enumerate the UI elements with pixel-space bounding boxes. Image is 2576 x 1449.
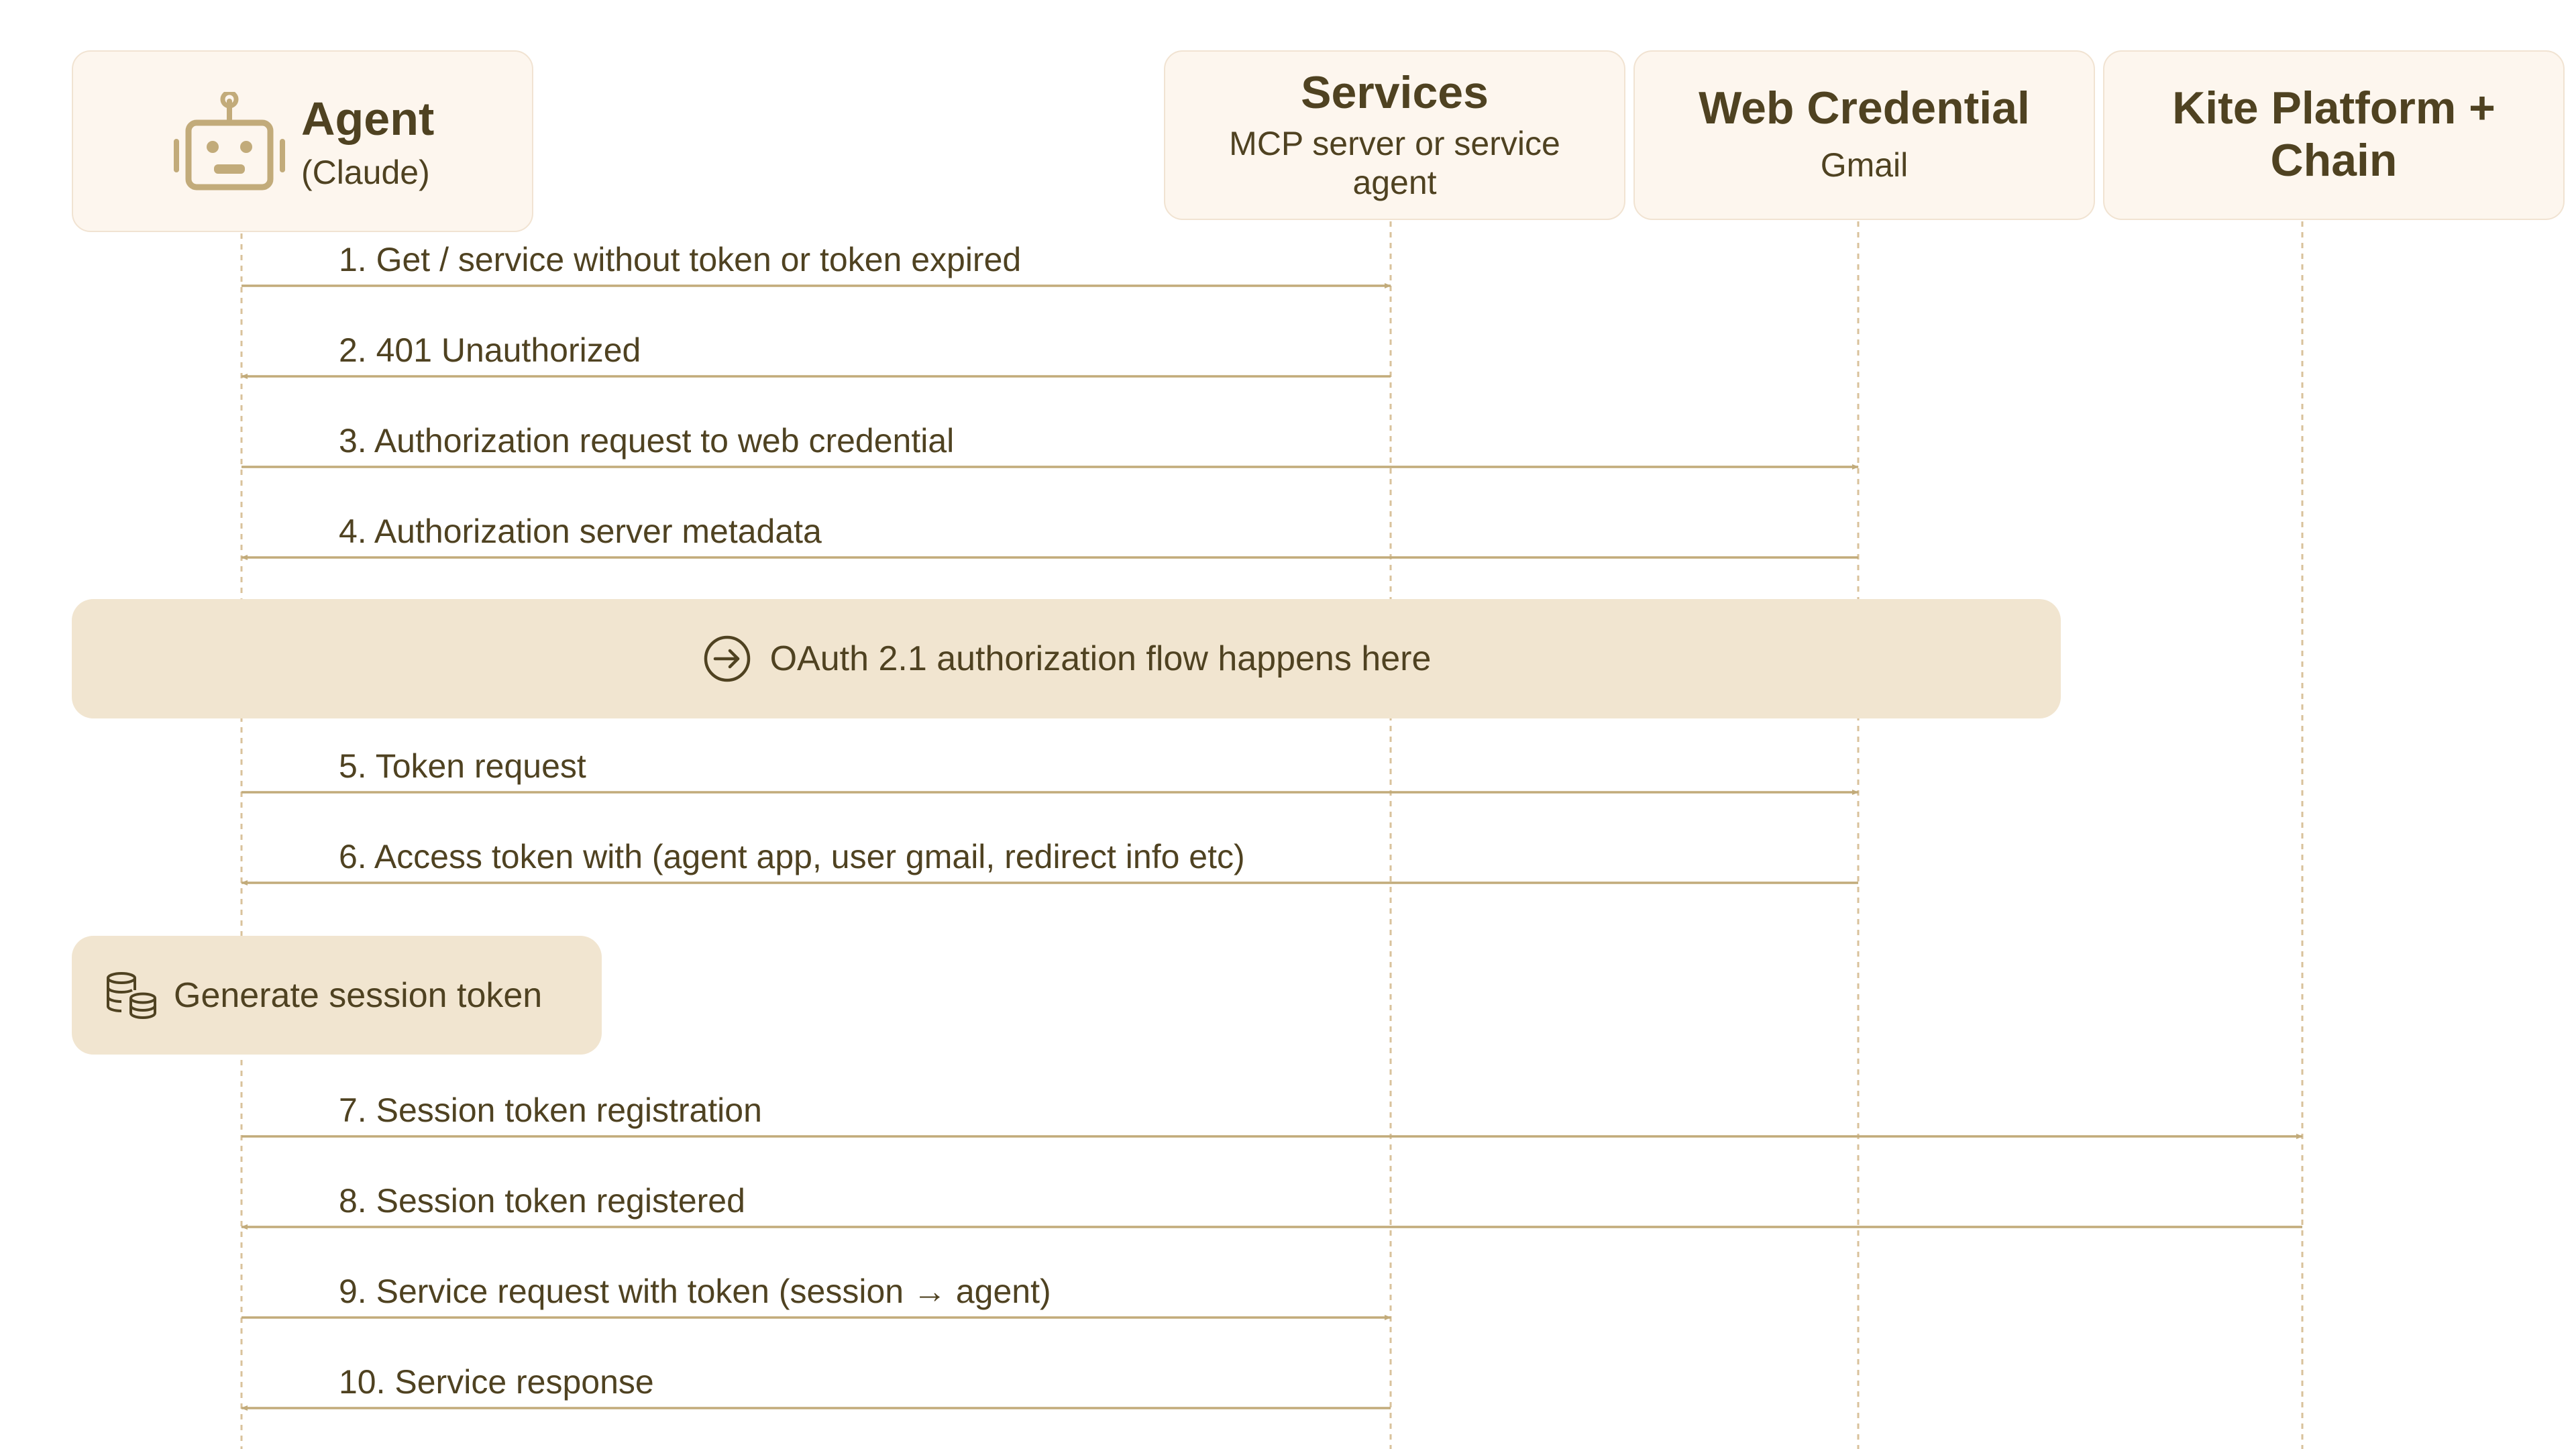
oauth-flow-note: OAuth 2.1 authorization flow happens her…	[72, 599, 2061, 718]
message-label-7: 7. Session token registration	[339, 1091, 762, 1129]
oauth-flow-label: OAuth 2.1 authorization flow happens her…	[769, 639, 1432, 678]
participant-agent: Agent (Claude)	[72, 50, 533, 232]
participant-web-credential: Web Credential Gmail	[1633, 50, 2095, 220]
participant-subtitle: (Claude)	[301, 154, 430, 191]
message-label-3: 3. Authorization request to web credenti…	[339, 422, 954, 460]
lifelines	[240, 221, 2304, 1449]
session-token-note: Generate session token	[72, 936, 602, 1055]
participant-services: Services MCP server or service agent	[1164, 50, 1625, 220]
robot-icon	[174, 92, 285, 191]
message-label-2: 2. 401 Unauthorized	[339, 331, 641, 369]
database-icon	[107, 971, 156, 1019]
message-label-8: 8. Session token registered	[339, 1182, 745, 1220]
participant-title: Services	[1301, 67, 1489, 118]
message-label-1: 1. Get / service without token or token …	[339, 241, 1021, 278]
participant-title: Agent	[301, 93, 435, 145]
message-label-10: 10. Service response	[339, 1363, 654, 1401]
messages: 1. Get / service without token or token …	[241, 241, 2303, 1411]
participant-title: Web Credential	[1699, 83, 2030, 133]
message-label-5: 5. Token request	[339, 747, 586, 785]
message-label-6: 6. Access token with (agent app, user gm…	[339, 838, 1245, 875]
message-label-4: 4. Authorization server metadata	[339, 513, 822, 550]
message-label-9: 9. Service request with token (session →…	[339, 1273, 1051, 1310]
participant-title: Kite Platform + Chain	[2172, 83, 2496, 186]
arrow-circle-icon	[704, 635, 750, 682]
participant-kite-platform: Kite Platform + Chain	[2103, 50, 2565, 220]
participant-subtitle: Gmail	[1820, 146, 1909, 184]
session-token-label: Generate session token	[174, 975, 543, 1015]
participant-subtitle: MCP server or service agent	[1229, 125, 1560, 201]
